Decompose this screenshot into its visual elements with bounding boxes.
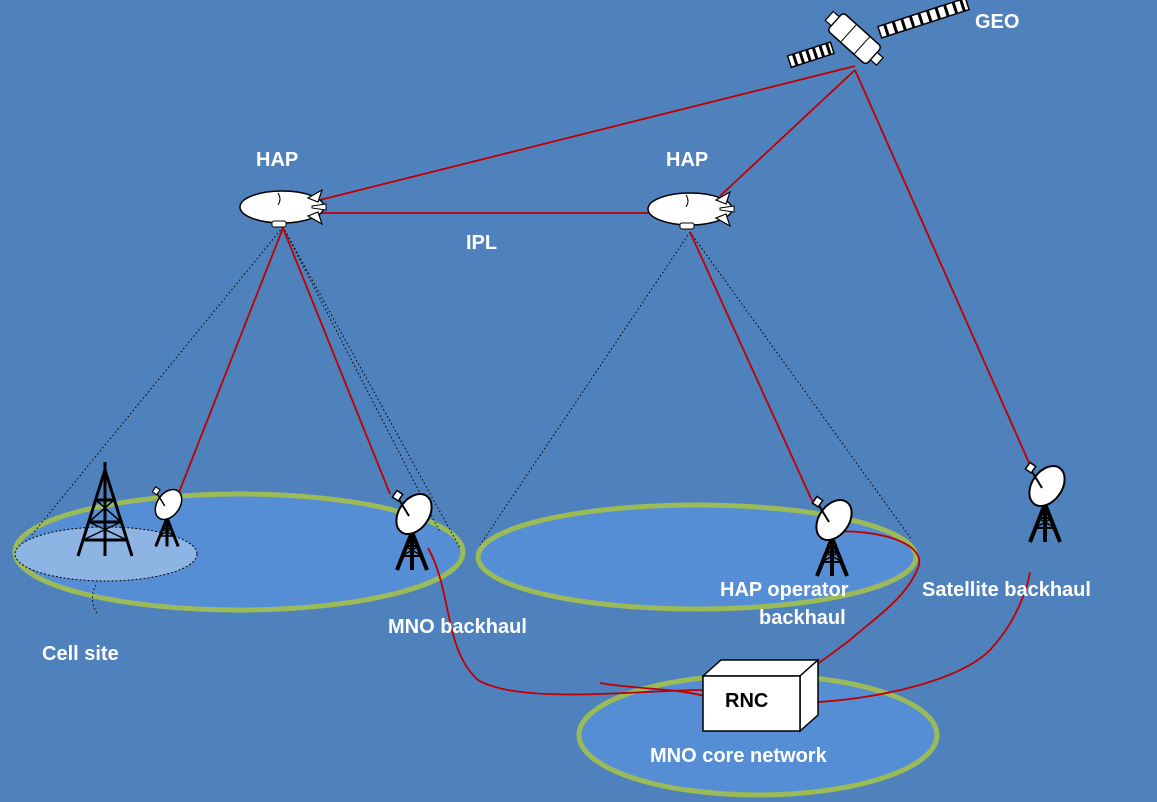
rnc-label: RNC (725, 690, 768, 712)
mno-core-network-label: MNO core network (650, 745, 828, 767)
satellite-backhaul-label: Satellite backhaul (922, 579, 1091, 601)
hap-airship-left-icon (239, 189, 327, 228)
geo-satellite-icon (786, 0, 971, 69)
cell-tower-icon (76, 462, 134, 557)
coverage-area-right (475, 502, 919, 612)
mno-backhaul-label: MNO backhaul (388, 616, 527, 638)
hap-right-label: HAP (666, 149, 708, 171)
hap-operator-backhaul-label: backhaul (759, 607, 846, 629)
beam-lines (29, 226, 913, 616)
hap-airship-right-icon (647, 191, 735, 230)
geo-label: GEO (975, 11, 1019, 33)
satellite-backhaul-dish-icon (1020, 457, 1074, 544)
cell-site-label: Cell site (42, 643, 119, 665)
hap-left-label: HAP (256, 149, 298, 171)
rnc-box (701, 658, 820, 733)
ipl-label: IPL (466, 232, 497, 254)
hap-operator-label: HAP operator (720, 579, 849, 601)
